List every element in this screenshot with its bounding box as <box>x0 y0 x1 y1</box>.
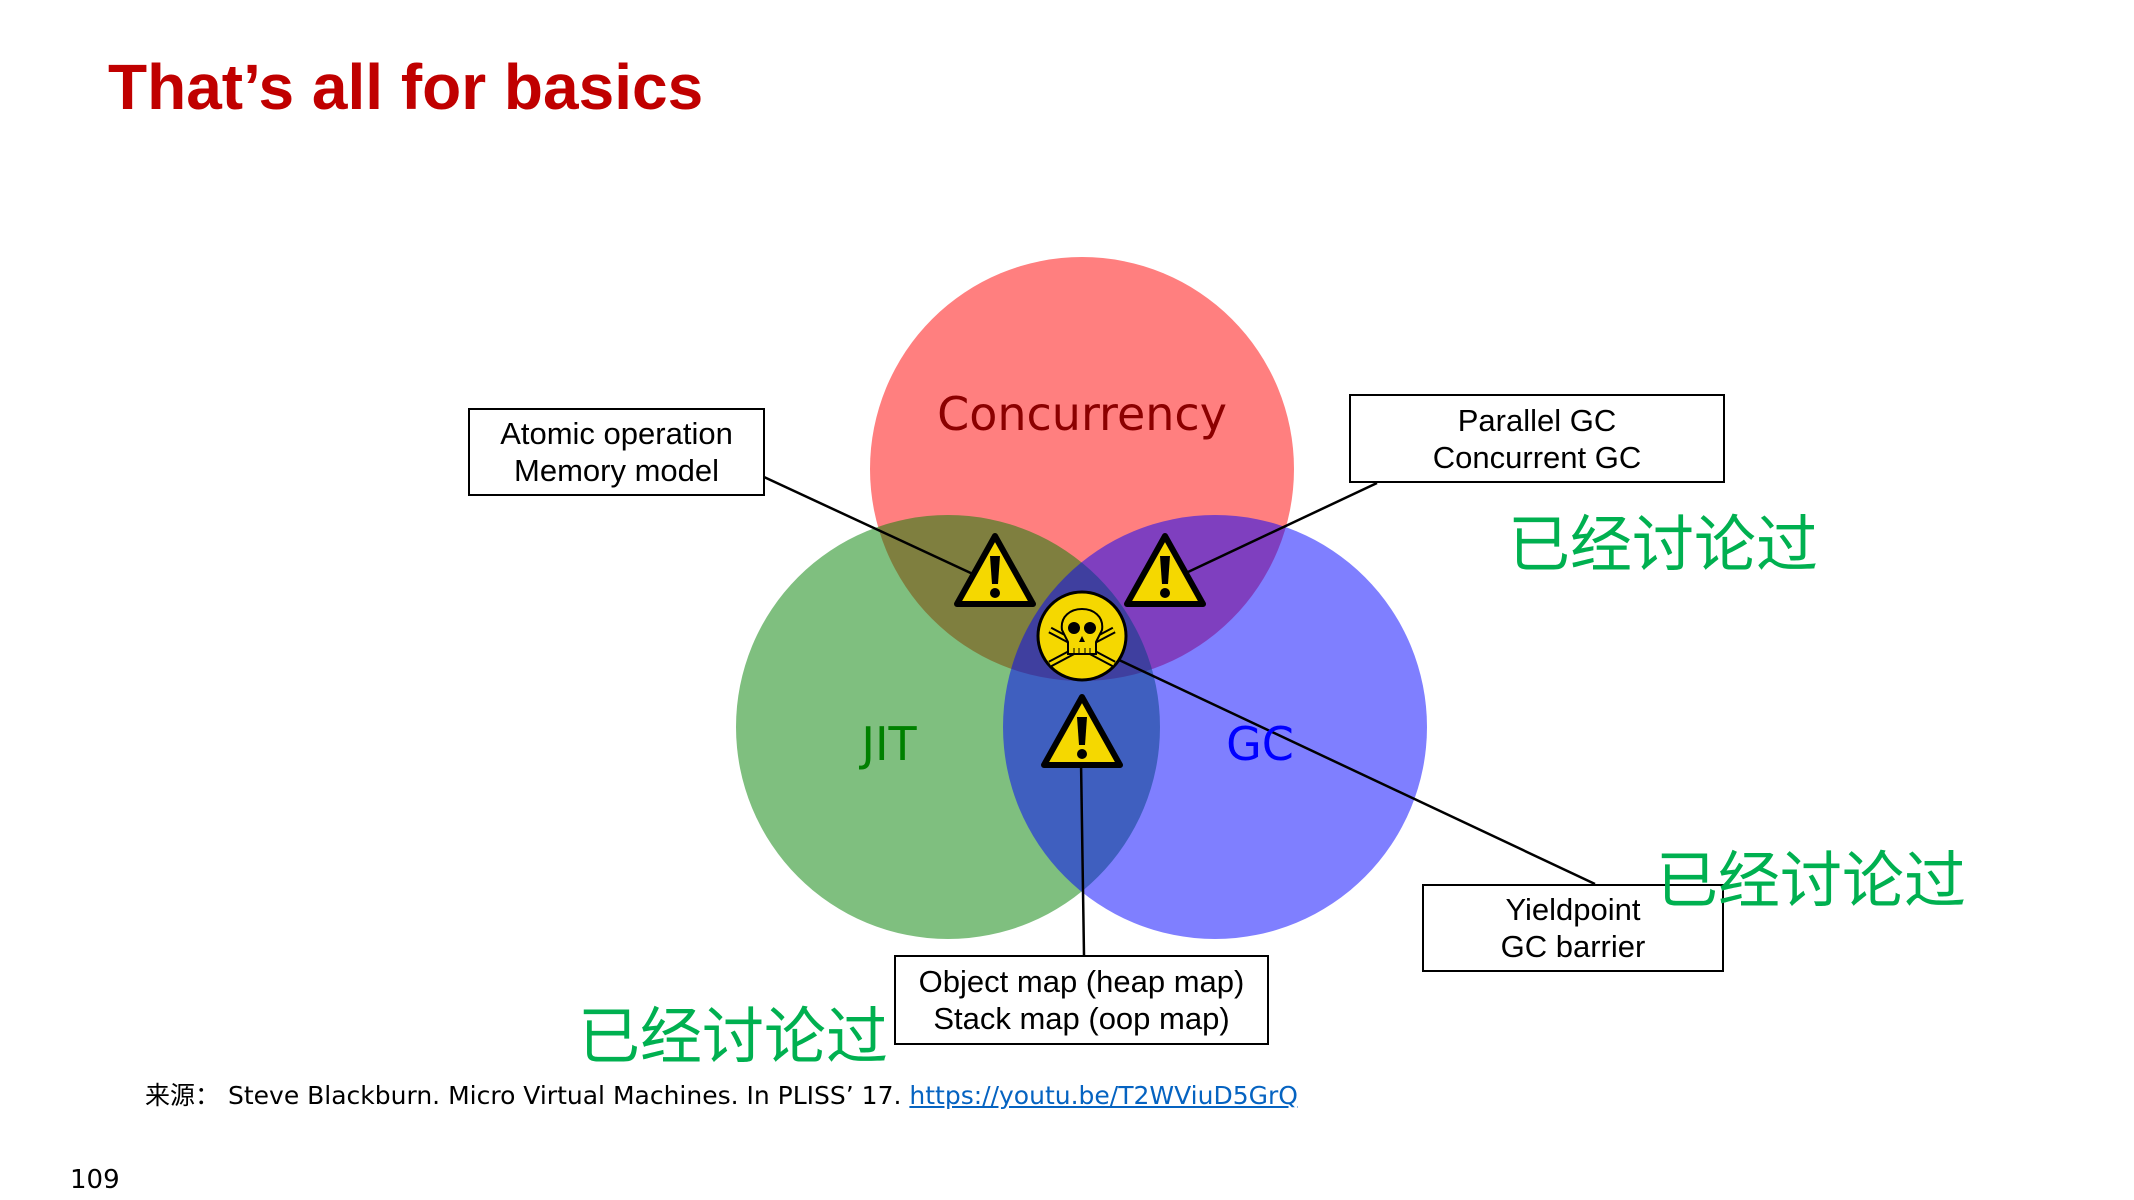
callout-line2: Memory model <box>514 453 719 488</box>
callout-jit-gc: Object map (heap map) Stack map (oop map… <box>894 955 1269 1045</box>
callout-line <box>1079 760 1086 956</box>
callout-concurrency-jit: Atomic operation Memory model <box>468 408 765 496</box>
jit-label: JIT <box>861 717 917 771</box>
callout-line <box>1187 481 1378 574</box>
callout-lines <box>763 475 1596 956</box>
concurrency-label: Concurrency <box>937 387 1227 441</box>
callout-concurrency-gc: Parallel GC Concurrent GC <box>1349 394 1725 483</box>
page-number: 109 <box>70 1165 120 1195</box>
gc-label: GC <box>1226 717 1294 771</box>
callout-line1: Parallel GC <box>1457 402 1617 438</box>
source-text: Steve Blackburn. Micro Virtual Machines.… <box>227 1081 910 1110</box>
callout-line <box>763 475 976 577</box>
discussed-note: 已经讨论过 <box>1656 844 1967 917</box>
discussed-note: 已经讨论过 <box>578 1000 889 1073</box>
source-citation: 来源： Steve Blackburn. Micro Virtual Machi… <box>145 1076 1298 1112</box>
callout-line <box>1116 657 1596 886</box>
warning-icon <box>954 533 1036 607</box>
source-link[interactable]: https://youtu.be/T2WViuD5GrQ <box>909 1081 1298 1110</box>
warning-icon <box>1041 694 1123 768</box>
callout-line2: Stack map (oop map) <box>933 1001 1230 1036</box>
slide-title: That’s all for basics <box>108 51 704 123</box>
callout-line1: Yieldpoint <box>1505 892 1641 927</box>
source-prefix: 来源： <box>145 1081 221 1110</box>
warning-icon <box>1124 533 1206 607</box>
callout-line2: GC barrier <box>1500 929 1646 964</box>
discussed-note: 已经讨论过 <box>1508 508 1819 581</box>
callout-all-three: Yieldpoint GC barrier <box>1422 884 1724 972</box>
callout-line2: Concurrent GC <box>1432 439 1642 475</box>
callout-line1: Atomic operation <box>500 416 733 451</box>
callout-line1: Object map (heap map) <box>918 964 1245 999</box>
skull-icon <box>1036 590 1128 682</box>
